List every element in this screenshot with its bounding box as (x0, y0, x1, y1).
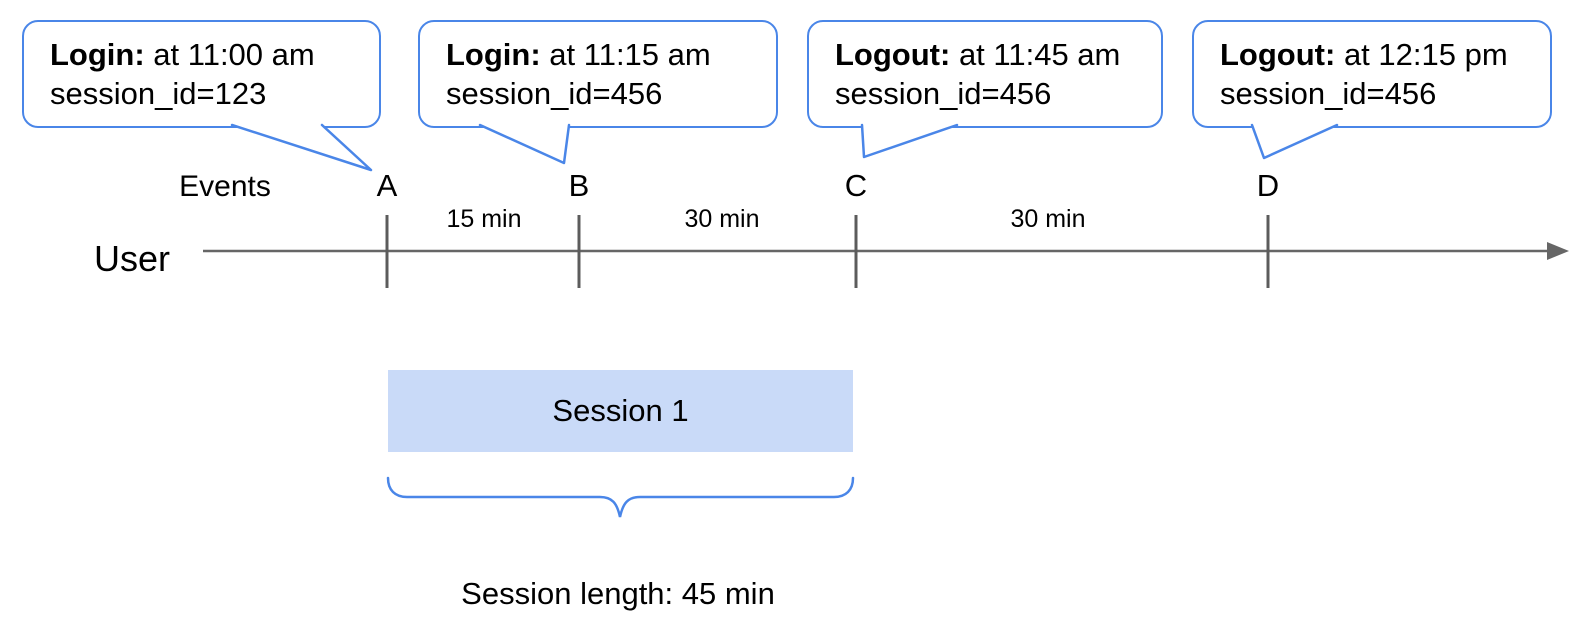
event-marker-label-c: C (844, 168, 868, 203)
event-marker-label-a: A (376, 168, 398, 203)
bubble-session-id: session_id=456 (446, 76, 663, 111)
timeline-arrowhead-icon (1547, 242, 1569, 260)
bubble-line-1: Login: at 11:00 am (50, 35, 369, 74)
bubble-session-id: session_id=456 (1220, 76, 1437, 111)
bubble-line-1: Logout: at 12:15 pm (1220, 35, 1540, 74)
bubble-session-id: session_id=123 (50, 76, 267, 111)
session-box-label: Session 1 (552, 393, 689, 428)
bubble-tail-c (860, 123, 959, 159)
speech-bubble-login-a: Login: at 11:00 am session_id=123 (22, 20, 381, 128)
session-brace-icon (386, 476, 855, 518)
bubble-event-detail: at 11:15 am (540, 37, 711, 72)
bubble-line-1: Logout: at 11:45 am (835, 35, 1151, 74)
bubble-session-id: session_id=456 (835, 76, 1052, 111)
bubble-event-title: Logout: (835, 37, 951, 72)
bubble-event-detail: at 11:00 am (144, 37, 315, 72)
speech-bubble-logout-c: Logout: at 11:45 am session_id=456 (807, 20, 1163, 128)
bubble-event-detail: at 11:45 am (950, 37, 1121, 72)
interval-label-c-d: 30 min (1010, 205, 1086, 233)
bubble-tail-a (230, 123, 373, 172)
interval-label-a-b: 15 min (446, 205, 522, 233)
event-marker-label-d: D (1256, 168, 1280, 203)
bubble-tail-b (478, 123, 571, 165)
bubble-line-1: Login: at 11:15 am (446, 35, 766, 74)
session-length-label: Session length: 45 min (461, 576, 775, 611)
event-marker-label-b: B (568, 168, 590, 203)
events-label: Events (179, 170, 271, 203)
session-box: Session 1 (388, 370, 853, 452)
interval-label-b-c: 30 min (684, 205, 760, 233)
speech-bubble-logout-d: Logout: at 12:15 pm session_id=456 (1192, 20, 1552, 128)
user-row-label: User (94, 238, 171, 279)
bubble-tail-d (1250, 123, 1339, 160)
bubble-event-title: Login: (446, 37, 541, 72)
bubble-event-title: Logout: (1220, 37, 1336, 72)
speech-bubble-login-b: Login: at 11:15 am session_id=456 (418, 20, 778, 128)
bubble-event-detail: at 12:15 pm (1335, 37, 1508, 72)
bubble-event-title: Login: (50, 37, 145, 72)
